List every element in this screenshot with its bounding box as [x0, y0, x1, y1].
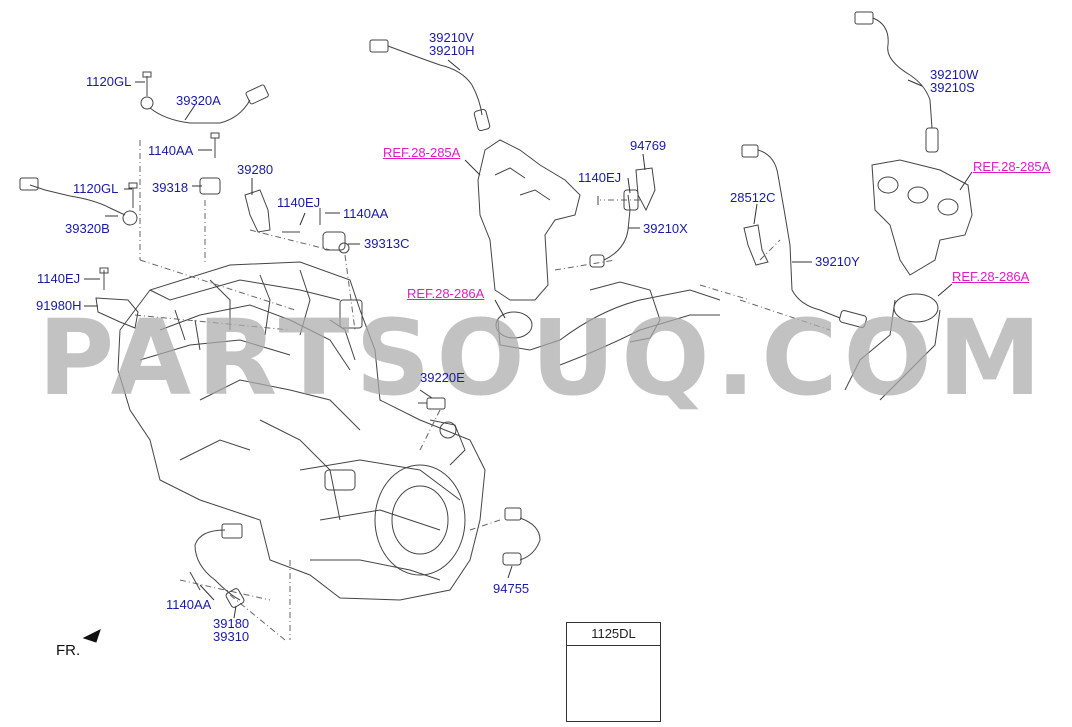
label-1140ej-c[interactable]: 1140EJ — [578, 170, 622, 185]
legend-box: 1125DL — [566, 622, 661, 722]
label-39210w[interactable]: 39210W — [930, 67, 979, 82]
label-39320a[interactable]: 39320A — [176, 93, 221, 108]
label-39210v[interactable]: 39210V — [429, 30, 474, 45]
ref-28-286a-right[interactable]: REF.28-286A — [952, 269, 1030, 284]
front-direction-label: FR. — [56, 642, 81, 659]
label-94755[interactable]: 94755 — [493, 581, 530, 596]
label-1140aa-c[interactable]: 1140AA — [166, 597, 212, 612]
label-1120gl-top[interactable]: 1120GL — [86, 74, 132, 89]
label-1140aa-a[interactable]: 1140AA — [148, 143, 194, 158]
label-39318[interactable]: 39318 — [152, 180, 189, 195]
label-39210y[interactable]: 39210Y — [815, 254, 860, 269]
label-39180[interactable]: 39180 — [213, 616, 250, 631]
label-1140ej-a[interactable]: 1140EJ — [277, 195, 321, 210]
label-39210s[interactable]: 39210S — [930, 80, 975, 95]
label-39313c[interactable]: 39313C — [364, 236, 410, 251]
label-1140aa-b[interactable]: 1140AA — [343, 206, 389, 221]
label-28512c[interactable]: 28512C — [730, 190, 776, 205]
legend-part-number[interactable]: 1125DL — [567, 623, 660, 646]
ref-28-285a-right[interactable]: REF.28-285A — [973, 159, 1051, 174]
label-39220e[interactable]: 39220E — [420, 370, 465, 385]
label-39280[interactable]: 39280 — [237, 162, 274, 177]
label-39210h[interactable]: 39210H — [429, 43, 475, 58]
label-39310[interactable]: 39310 — [213, 629, 250, 644]
ref-28-286a-left[interactable]: REF.28-286A — [407, 286, 485, 301]
label-1120gl-mid[interactable]: 1120GL — [73, 181, 119, 196]
label-39320b[interactable]: 39320B — [65, 221, 110, 236]
ref-28-285a-left[interactable]: REF.28-285A — [383, 145, 461, 160]
label-94769[interactable]: 94769 — [630, 138, 667, 153]
label-91980h[interactable]: 91980H — [36, 298, 82, 313]
engine-block — [117, 261, 486, 601]
label-1140ej-b[interactable]: 1140EJ — [37, 271, 81, 286]
label-39210x[interactable]: 39210X — [643, 221, 688, 236]
